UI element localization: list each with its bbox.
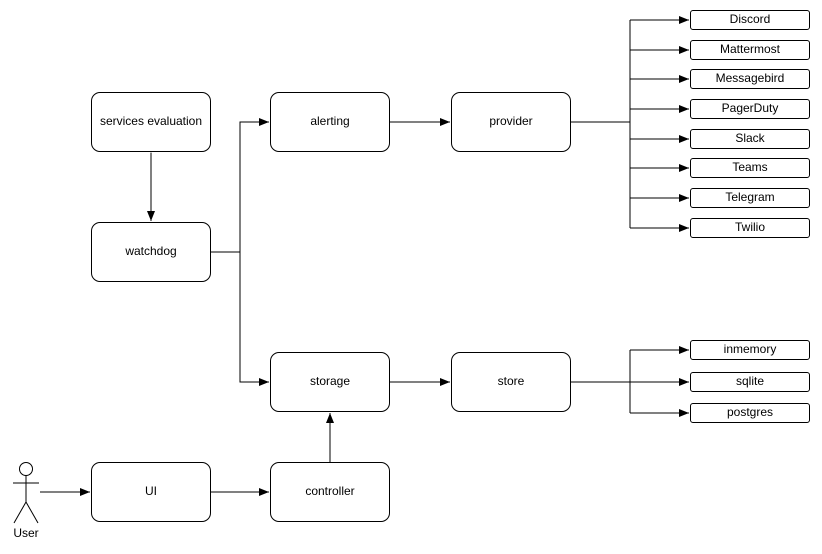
node-storage: storage <box>270 352 390 412</box>
store-item-inmemory: inmemory <box>690 340 810 360</box>
provider-item-telegram: Telegram <box>690 188 810 208</box>
node-ui: UI <box>91 462 211 522</box>
node-store: store <box>451 352 571 412</box>
provider-item-slack: Slack <box>690 129 810 149</box>
actor-label: User <box>13 526 39 540</box>
store-item-sqlite: sqlite <box>690 372 810 392</box>
node-watchdog: watchdog <box>91 222 211 282</box>
provider-item-messagebird: Messagebird <box>690 69 810 89</box>
edge-provider-trunk <box>571 20 631 228</box>
provider-item-twilio: Twilio <box>690 218 810 238</box>
node-provider: provider <box>451 92 571 152</box>
user-actor-icon <box>13 462 39 524</box>
edge-store-trunk <box>571 350 631 413</box>
edge-watchdog-alerting <box>211 118 269 253</box>
edge-watchdog-storage <box>239 252 269 386</box>
store-item-postgres: postgres <box>690 403 810 423</box>
provider-item-mattermost: Mattermost <box>690 40 810 60</box>
node-services-evaluation: services evaluation <box>91 92 211 152</box>
provider-item-pagerduty: PagerDuty <box>690 99 810 119</box>
provider-item-teams: Teams <box>690 158 810 178</box>
node-alerting: alerting <box>270 92 390 152</box>
node-controller: controller <box>270 462 390 522</box>
provider-item-discord: Discord <box>690 10 810 30</box>
